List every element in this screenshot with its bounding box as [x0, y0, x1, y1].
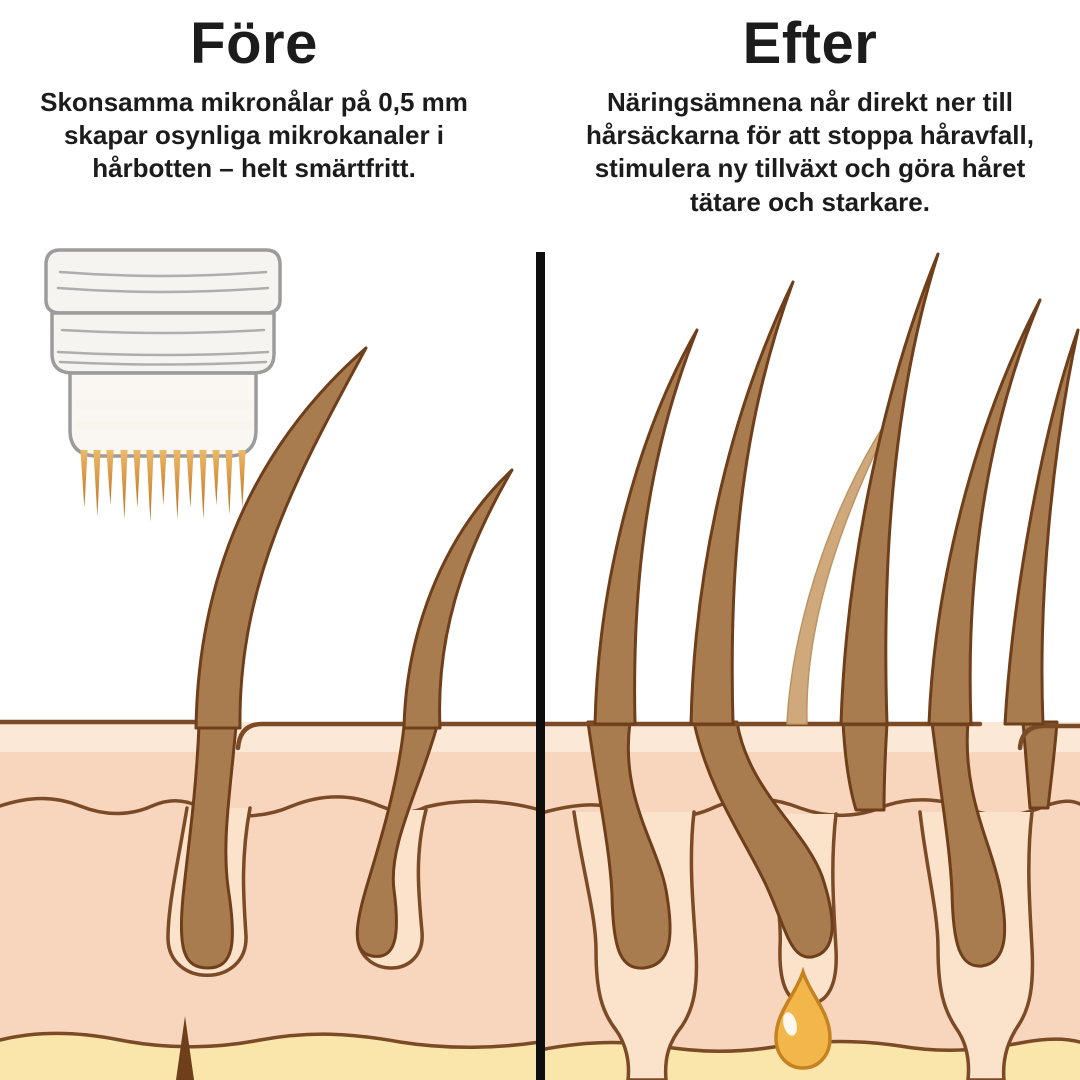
- microneedling-stamp-icon: [44, 248, 282, 523]
- fat-boundary-line: [0, 1031, 542, 1049]
- before-title: Före: [190, 11, 318, 76]
- after-description: Näringsämnena når direkt ner till hårsäc…: [586, 86, 1034, 217]
- device-needle-cartridge: [68, 371, 258, 458]
- dermis-boundary-line: [0, 795, 542, 818]
- skin-surface-line: [1017, 723, 1080, 751]
- hair-strand-icon: [689, 280, 795, 726]
- micro-needles-icon: [80, 450, 246, 523]
- before-panel-header: Före Skonsamma mikronålar på 0,5 mm skap…: [18, 12, 490, 186]
- skin-cross-section-after: [538, 252, 1080, 1080]
- hair-strand-icon: [839, 252, 940, 726]
- hair-strand-icon: [194, 346, 368, 730]
- hair-strand-icon: [927, 298, 1042, 726]
- before-description: Skonsamma mikronålar på 0,5 mm skapar os…: [40, 86, 468, 184]
- divider-line: [536, 252, 545, 1080]
- fat-layer: [0, 1033, 540, 1080]
- hair-bulb-icon: [179, 724, 238, 970]
- hair-strand-icon: [593, 328, 699, 726]
- after-panel-header: Efter Näringsämnena når direkt ner till …: [558, 12, 1062, 219]
- hair-bulb-icon: [692, 720, 834, 959]
- skin-cross-section-before: [0, 346, 543, 1080]
- skin-surface-line: [235, 721, 543, 751]
- hair-strand-icon: [402, 468, 514, 730]
- microchannel-spike-icon: [176, 1016, 194, 1080]
- hair-bulb-icon: [930, 720, 1007, 968]
- serum-droplet-icon: [774, 966, 832, 1070]
- device-cap-top: [44, 248, 282, 315]
- after-title: Efter: [742, 11, 878, 76]
- hair-strand-icon: [1003, 328, 1080, 726]
- hair-bulb-icon: [586, 720, 672, 970]
- hair-bulb-icon: [355, 724, 439, 958]
- hair-root-icon: [841, 720, 889, 812]
